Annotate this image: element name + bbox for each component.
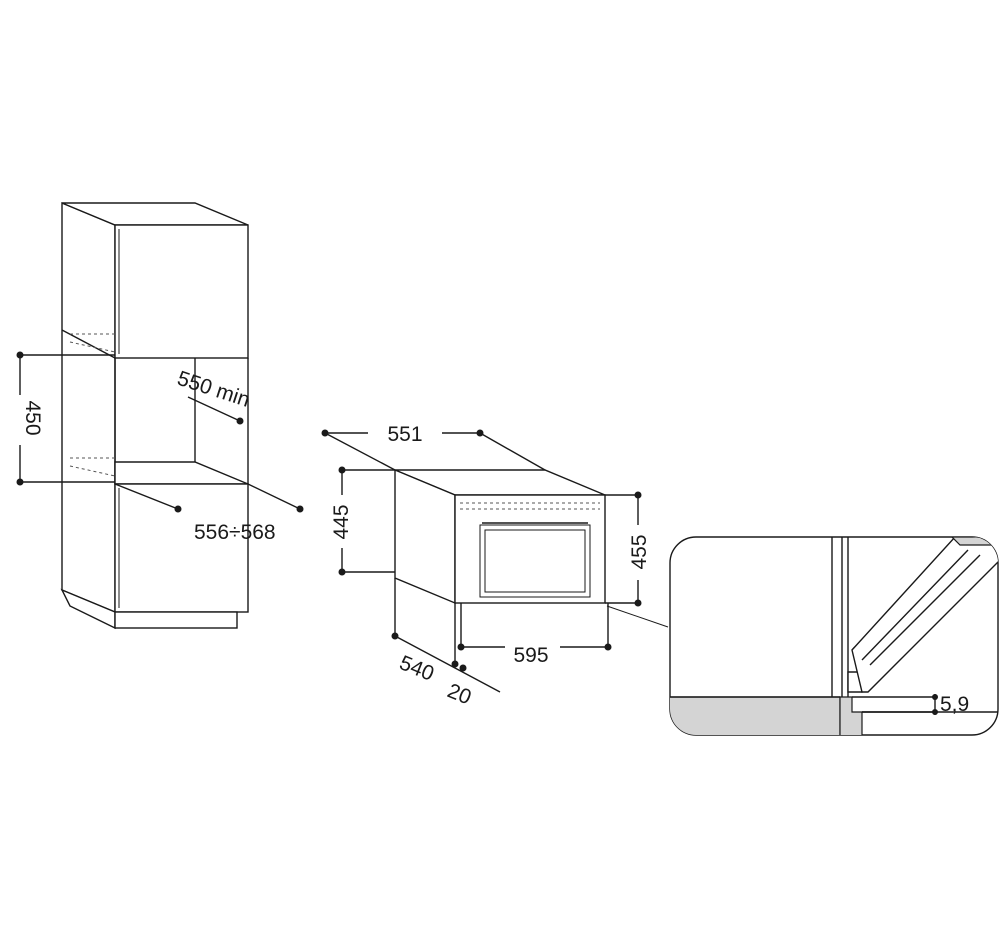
dimension-panel-width: 595 <box>457 603 612 667</box>
cabinet-column <box>60 201 249 630</box>
dimension-niche-width: 556÷568 <box>114 483 304 544</box>
appliance-body <box>394 468 606 605</box>
dimension-panel-height: 455 <box>605 491 651 607</box>
dimension-top-depth: 551 <box>321 423 546 471</box>
dimension-niche-height: 450 <box>16 351 115 486</box>
label-body-depth: 540 <box>396 651 437 685</box>
label-panel-height: 455 <box>628 534 651 569</box>
label-panel-thickness: 20 <box>444 679 474 709</box>
label-niche-height: 450 <box>21 400 44 435</box>
label-niche-depth: 550 min <box>174 367 252 412</box>
detail-callout: 5,9 <box>669 536 999 736</box>
dimension-front-height: 445 <box>330 466 395 576</box>
label-detail-gap: 5,9 <box>940 693 969 716</box>
detail-leader <box>606 605 669 628</box>
dimension-niche-depth: 550 min <box>174 367 253 425</box>
label-niche-width: 556÷568 <box>194 521 276 544</box>
label-top-depth: 551 <box>387 423 422 446</box>
label-front-height: 445 <box>330 504 353 539</box>
label-panel-width: 595 <box>513 644 548 667</box>
